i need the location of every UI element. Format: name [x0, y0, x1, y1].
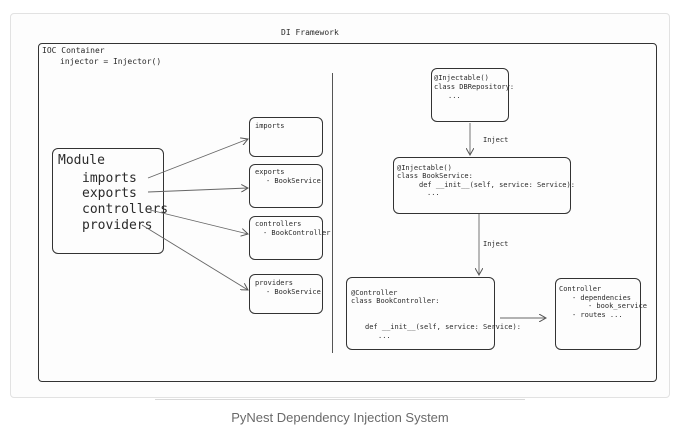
controller-body: ... [378, 332, 391, 340]
arrow-module-to-exports [147, 188, 248, 193]
ioc-code: injector = Injector() [60, 57, 162, 66]
exports-box-title: exports [255, 168, 285, 176]
repository-box [431, 68, 509, 122]
arrow-module-to-controllers [149, 209, 248, 234]
imports-box [249, 117, 323, 157]
service-class-line: class BookService: [397, 172, 473, 180]
imports-box-title: imports [255, 122, 285, 130]
controller-init-line: def __init__(self, service: Service): [365, 323, 521, 331]
providers-box-item: - BookService [266, 288, 321, 296]
module-item-exports: exports [82, 186, 137, 201]
controller-box [346, 277, 495, 350]
controller-summary-title: Controller [559, 285, 602, 293]
module-item-imports: imports [82, 171, 137, 186]
repository-decorator: @Injectable() [434, 74, 489, 82]
vertical-divider [332, 73, 333, 353]
caption-separator [155, 399, 525, 400]
controllers-box [249, 216, 323, 260]
inject-label-repository-to-service: Inject [483, 136, 509, 144]
exports-box [249, 164, 323, 208]
providers-box [249, 274, 323, 314]
controller-decorator: @Controller [351, 289, 398, 297]
module-title: Module [58, 153, 105, 168]
figure-caption: PyNest Dependency Injection System [231, 410, 449, 425]
inject-label-service-to-controller: Inject [483, 240, 509, 248]
controllers-box-item: - BookController [263, 229, 331, 237]
service-body: ... [427, 189, 440, 197]
repository-class-line: class DBRepository: [434, 83, 515, 91]
service-box [393, 157, 571, 214]
module-item-providers: providers [82, 218, 153, 233]
controller-summary-routes-label: - routes ... [572, 311, 623, 319]
exports-box-item: - BookService [266, 177, 321, 185]
arrow-module-to-providers [141, 224, 248, 290]
controllers-box-title: controllers [255, 220, 302, 228]
repository-body: ... [448, 92, 461, 100]
diagram-frame [10, 13, 670, 398]
providers-box-title: providers [255, 279, 293, 287]
framework-title: DI Framework [281, 28, 339, 37]
controller-summary-box [555, 278, 641, 350]
module-item-controllers: controllers [82, 202, 169, 217]
arrow-module-to-imports [147, 139, 248, 179]
service-init-line: def __init__(self, service: Service): [419, 181, 575, 189]
controller-class-line: class BookController: [351, 297, 440, 305]
controller-summary-deps-label: - dependencies [572, 294, 632, 302]
module-box [52, 148, 164, 254]
controller-summary-deps-item: - book_service [588, 302, 648, 310]
ioc-title: IOC Container [42, 46, 105, 55]
ioc-container [38, 43, 657, 382]
service-decorator: @Injectable() [397, 164, 452, 172]
